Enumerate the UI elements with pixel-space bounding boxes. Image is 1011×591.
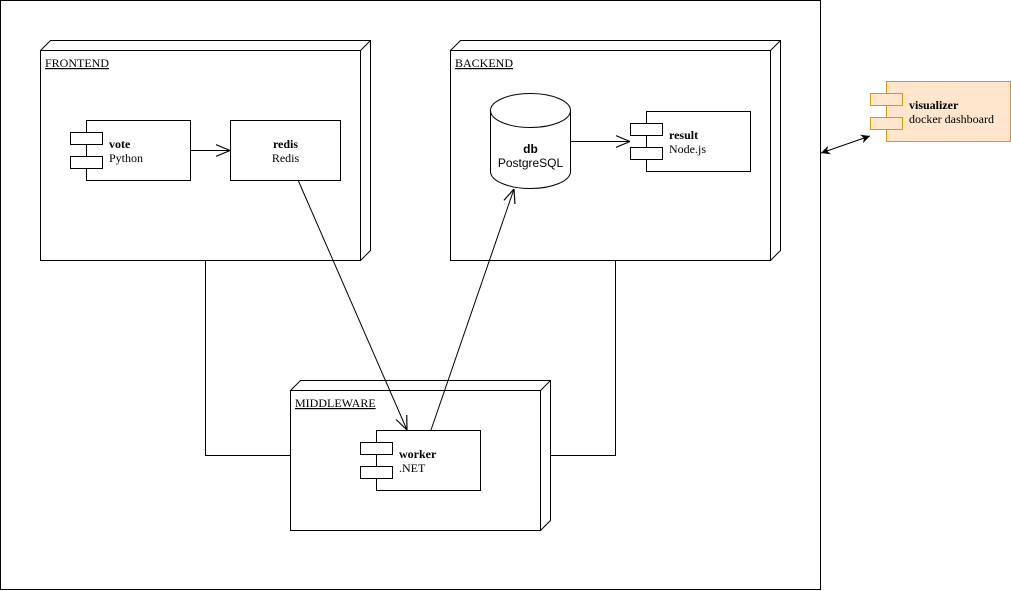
component-name: visualizer <box>909 98 959 112</box>
component-port-icon <box>630 147 663 160</box>
component-redis[interactable]: redis Redis <box>230 120 341 181</box>
component-worker[interactable]: worker .NET <box>360 430 481 491</box>
frontend-middleware-link[interactable] <box>205 260 291 456</box>
component-tech: Python <box>109 151 143 165</box>
arrow-visualizer-bidirectional[interactable] <box>820 134 871 155</box>
node-label-frontend: FRONTEND <box>45 56 109 70</box>
node-label-middleware: MIDDLEWARE <box>295 396 376 410</box>
component-port-icon <box>870 93 903 106</box>
backend-middleware-link[interactable] <box>550 260 616 456</box>
component-name: redis <box>273 137 298 151</box>
component-tech: Node.js <box>669 142 706 156</box>
component-port-icon <box>360 466 393 479</box>
component-vote[interactable]: vote Python <box>70 120 191 181</box>
component-port-icon <box>70 132 103 145</box>
component-port-icon <box>70 156 103 169</box>
component-tech: Redis <box>272 151 300 165</box>
component-name: worker <box>399 447 437 461</box>
component-result[interactable]: result Node.js <box>630 111 751 172</box>
node-label-backend: BACKEND <box>455 56 513 70</box>
arrow-worker-to-db[interactable] <box>430 189 514 431</box>
component-port-icon <box>870 117 903 130</box>
component-name: result <box>669 128 698 142</box>
component-port-icon <box>360 442 393 455</box>
component-port-icon <box>630 123 663 136</box>
component-tech: PostgreSQL <box>498 156 564 170</box>
database-db[interactable]: db PostgreSQL <box>490 93 571 189</box>
component-visualizer[interactable]: visualizer docker dashboard <box>870 81 1011 142</box>
component-tech: .NET <box>399 461 426 475</box>
component-name: db <box>523 142 538 156</box>
component-name: vote <box>109 137 131 151</box>
cylinder-icon <box>490 93 571 128</box>
arrow-redis-to-worker[interactable] <box>297 179 407 430</box>
component-tech: docker dashboard <box>909 112 994 126</box>
